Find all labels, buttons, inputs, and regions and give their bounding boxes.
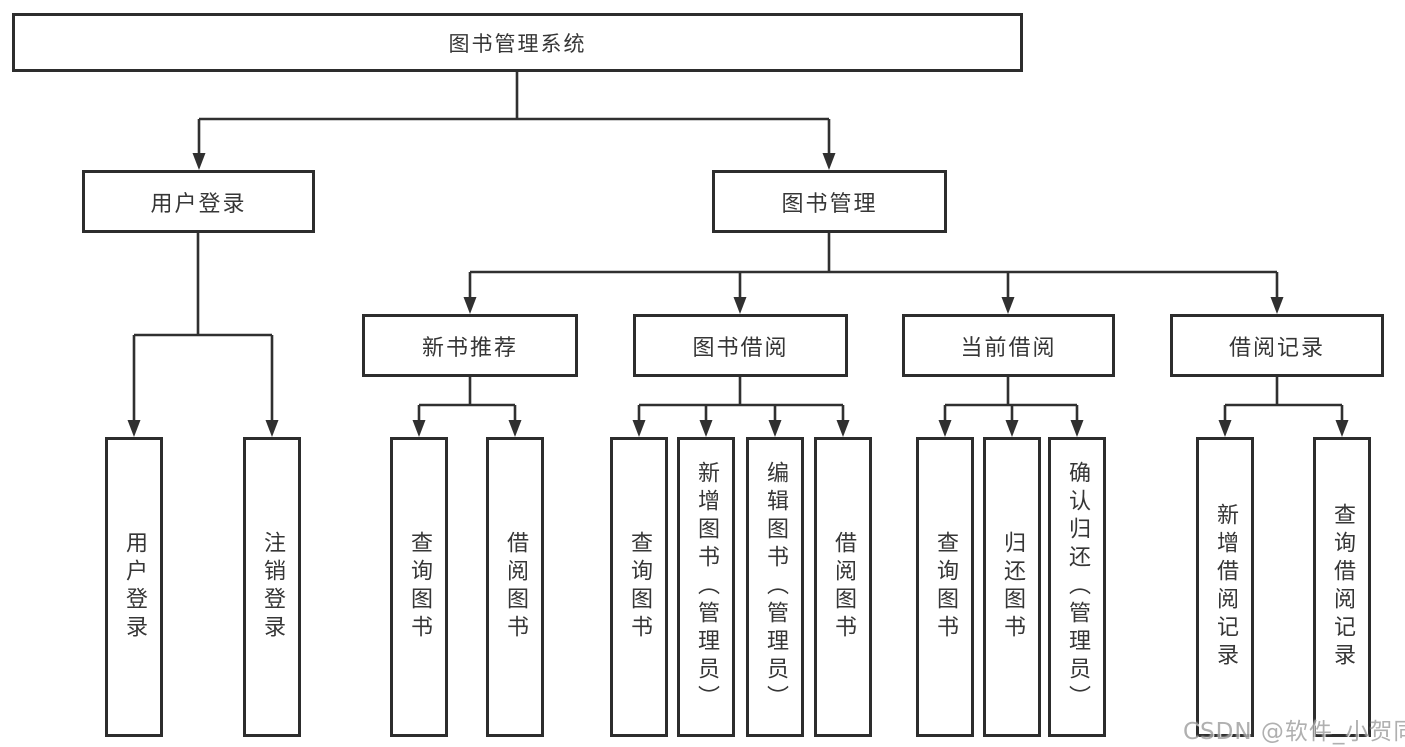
leaf-label: 查询图书 [407,531,432,643]
node-current-borrow: 当前借阅 [902,314,1115,377]
leaf-label: 查询图书 [933,531,958,643]
csdn-watermark: CSDN @软件_小贺同学 [1183,719,1405,745]
leaf-return-book: 归还图书 [983,437,1041,737]
leaf-label: 新增图书（管理员） [694,461,719,713]
leaf-logout: 注销登录 [243,437,301,737]
leaf-label: 借阅图书 [831,531,856,643]
node-book-management: 图书管理 [712,170,947,233]
leaf-add-borrow-record: 新增借阅记录 [1196,437,1254,737]
leaf-label: 借阅图书 [503,531,528,643]
leaf-label: 查询图书 [627,531,652,643]
leaf-add-book-admin: 新增图书（管理员） [677,437,735,737]
node-user-login: 用户登录 [82,170,315,233]
leaf-label: 编辑图书（管理员） [763,461,788,713]
leaf-label: 用户登录 [122,531,147,643]
leaf-query-books-borrow: 查询图书 [610,437,668,737]
leaf-borrow-books-recommend: 借阅图书 [486,437,544,737]
leaf-query-books-recommend: 查询图书 [390,437,448,737]
node-book-borrow: 图书借阅 [633,314,848,377]
leaf-label: 查询借阅记录 [1330,503,1355,671]
leaf-edit-book-admin: 编辑图书（管理员） [746,437,804,737]
leaf-label: 注销登录 [260,531,285,643]
leaf-query-borrow-record: 查询借阅记录 [1313,437,1371,737]
leaf-label: 确认归还（管理员） [1065,461,1090,713]
leaf-user-login: 用户登录 [105,437,163,737]
node-borrow-records: 借阅记录 [1170,314,1384,377]
leaf-query-books-current: 查询图书 [916,437,974,737]
node-root: 图书管理系统 [12,13,1023,72]
leaf-label: 新增借阅记录 [1213,503,1238,671]
node-new-book-recommend: 新书推荐 [362,314,578,377]
leaf-borrow-books: 借阅图书 [814,437,872,737]
leaf-confirm-return-admin: 确认归还（管理员） [1048,437,1106,737]
leaf-label: 归还图书 [1000,531,1025,643]
